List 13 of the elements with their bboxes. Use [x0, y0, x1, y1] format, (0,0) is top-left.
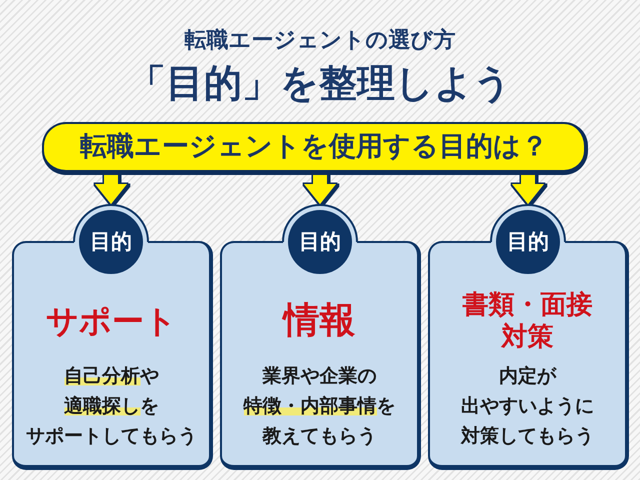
- question-banner: [42, 122, 588, 175]
- arrow: [512, 175, 544, 204]
- arrow: [304, 175, 336, 204]
- question-text: 転職エージェントを使用する目的は？: [80, 130, 548, 164]
- arrow: [95, 175, 127, 204]
- purpose-title: 書類・面接対策: [462, 289, 592, 353]
- purpose-title: サポート: [46, 305, 177, 337]
- purpose-label: 目的: [299, 229, 341, 255]
- purpose-label: 目的: [90, 229, 132, 255]
- purpose-label: 目的: [507, 229, 549, 255]
- subtitle: 転職エージェントの選び方: [184, 26, 456, 54]
- main-title: 「目的」を整理しよう: [128, 60, 512, 106]
- purpose-description: 内定が出やすいように対策してもらう: [461, 364, 594, 449]
